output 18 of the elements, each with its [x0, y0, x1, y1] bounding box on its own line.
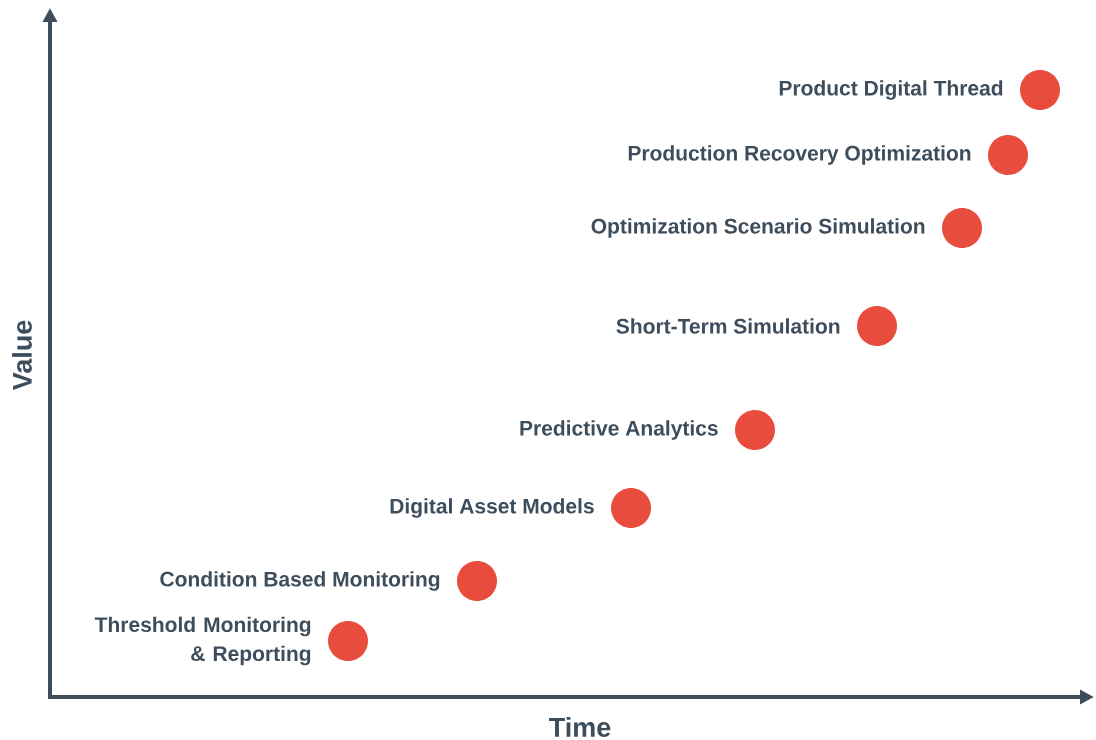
milestone-dot	[160, 561, 497, 601]
dot-label: Condition Based Monitoring	[160, 571, 440, 591]
milestone-dot	[591, 208, 982, 248]
dot-label: Production Recovery Optimization	[628, 145, 971, 165]
milestone-dot	[520, 410, 775, 450]
dot-label: Threshold Monitoring & Reporting	[94, 616, 311, 666]
milestone-dot	[390, 488, 651, 528]
dot-label: Digital Asset Models	[390, 498, 594, 518]
milestone-dot	[779, 70, 1060, 110]
dot-label: Optimization Scenario Simulation	[591, 218, 925, 238]
axis-title: Time	[549, 717, 611, 737]
milestone-dot	[628, 135, 1028, 175]
dot-label: Product Digital Thread	[779, 80, 1003, 100]
dot-label: Short-Term Simulation	[616, 318, 840, 334]
milestone-dot	[94, 616, 368, 666]
milestone-dot	[616, 306, 897, 346]
dot-label: Predictive Analytics	[520, 420, 718, 440]
axis-title: Value	[12, 320, 32, 391]
